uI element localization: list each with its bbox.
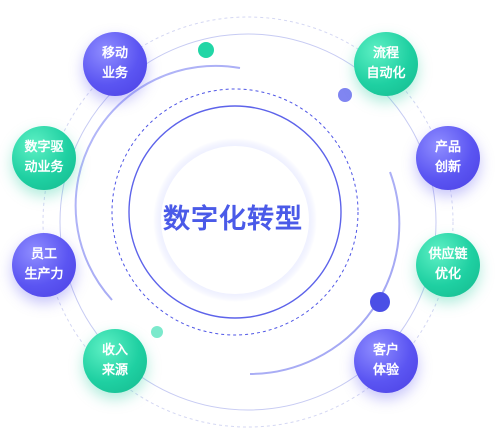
center-title: 数字化转型 (163, 204, 303, 235)
node-label-line: 来源 (101, 363, 128, 378)
node-label-line: 产品 (434, 140, 461, 155)
node-label-line: 数字驱 (24, 140, 64, 155)
node-label-line: 移动 (101, 46, 128, 61)
node-label-line: 动业务 (24, 160, 64, 175)
node-label-line: 体验 (372, 363, 399, 378)
inner-dashed-ring (111, 88, 359, 336)
upper-left-arc (74, 64, 241, 301)
node-label-line: 客户 (372, 343, 399, 358)
green-dot-left (151, 326, 163, 338)
node-label-line: 收入 (101, 343, 128, 358)
node-label-line: 创新 (434, 160, 461, 175)
node-supply-chain[interactable]: 供应链优化 (416, 233, 480, 297)
blue-dot-right (338, 88, 352, 102)
node-label-line: 供应链 (428, 247, 468, 262)
node-label-line: 员工 (30, 247, 57, 262)
node-label-line: 优化 (434, 267, 461, 282)
node-label-line: 流程 (372, 46, 399, 61)
outer-dashed-ring (42, 16, 454, 428)
node-mobile-business[interactable]: 移动业务 (83, 32, 147, 96)
node-product-innovation[interactable]: 产品创新 (416, 126, 480, 190)
center-disc-core (161, 146, 309, 294)
green-dot-top (198, 42, 214, 58)
node-productivity[interactable]: 员工生产力 (12, 233, 76, 297)
node-data-driven[interactable]: 数字驱动业务 (12, 126, 76, 190)
node-customer-experience[interactable]: 客户体验 (354, 329, 418, 393)
lower-right-arc (249, 171, 401, 375)
indigo-dot-right (370, 292, 390, 312)
inner-solid-ring (128, 105, 342, 319)
node-label-line: 生产力 (24, 267, 64, 282)
node-process-automation[interactable]: 流程自动化 (354, 32, 418, 96)
outer-solid-ring (59, 33, 437, 411)
node-label-line: 业务 (101, 66, 128, 81)
node-revenue[interactable]: 收入来源 (83, 329, 147, 393)
node-label-line: 自动化 (366, 66, 406, 81)
